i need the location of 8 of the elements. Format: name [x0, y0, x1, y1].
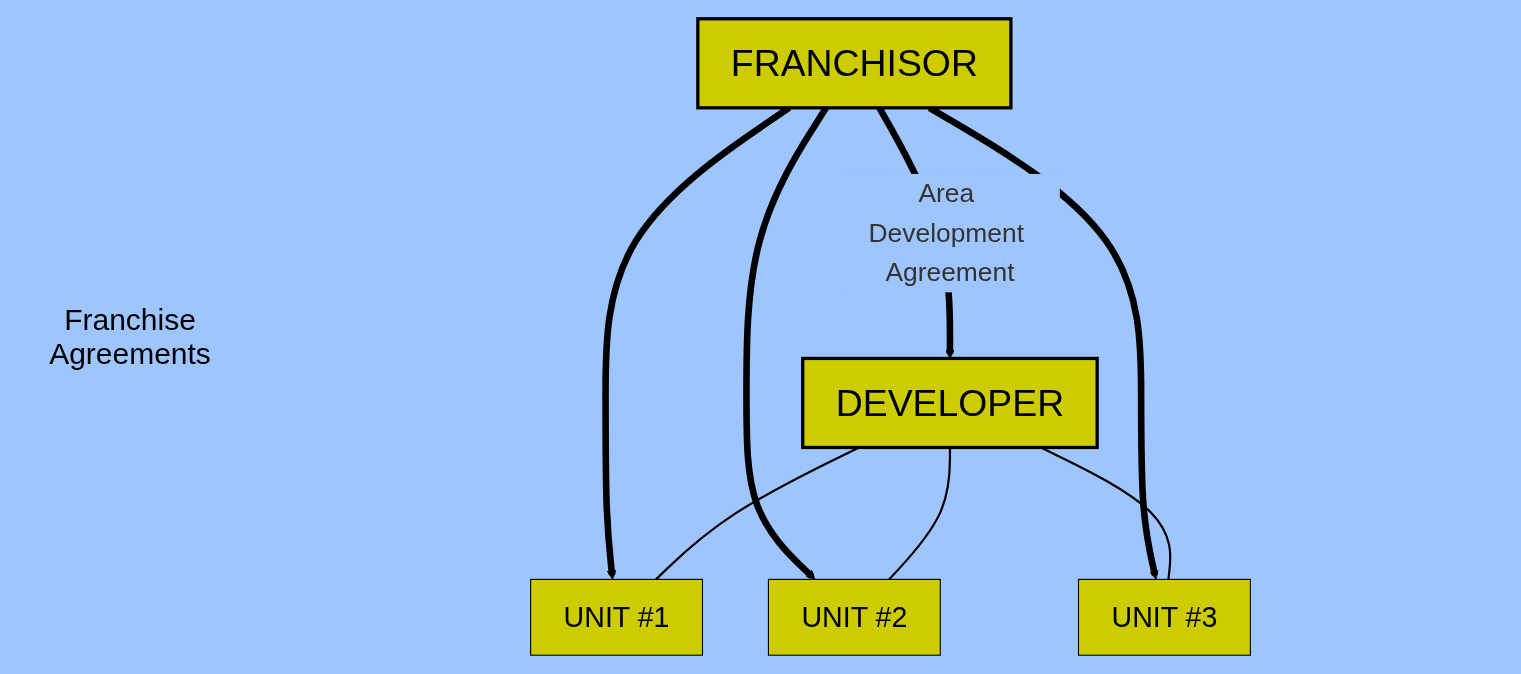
node-box: DEVELOPER: [801, 356, 1099, 450]
node-box: UNIT #1: [530, 578, 704, 656]
node-box: UNIT #3: [1077, 578, 1251, 656]
edge-label: Area Development Agreement: [868, 178, 1024, 287]
note-text: Franchise Agreements: [48, 303, 212, 371]
connector: [888, 447, 952, 581]
node-box: UNIT #2: [767, 578, 941, 656]
node-box: FRANCHISOR: [696, 17, 1013, 110]
